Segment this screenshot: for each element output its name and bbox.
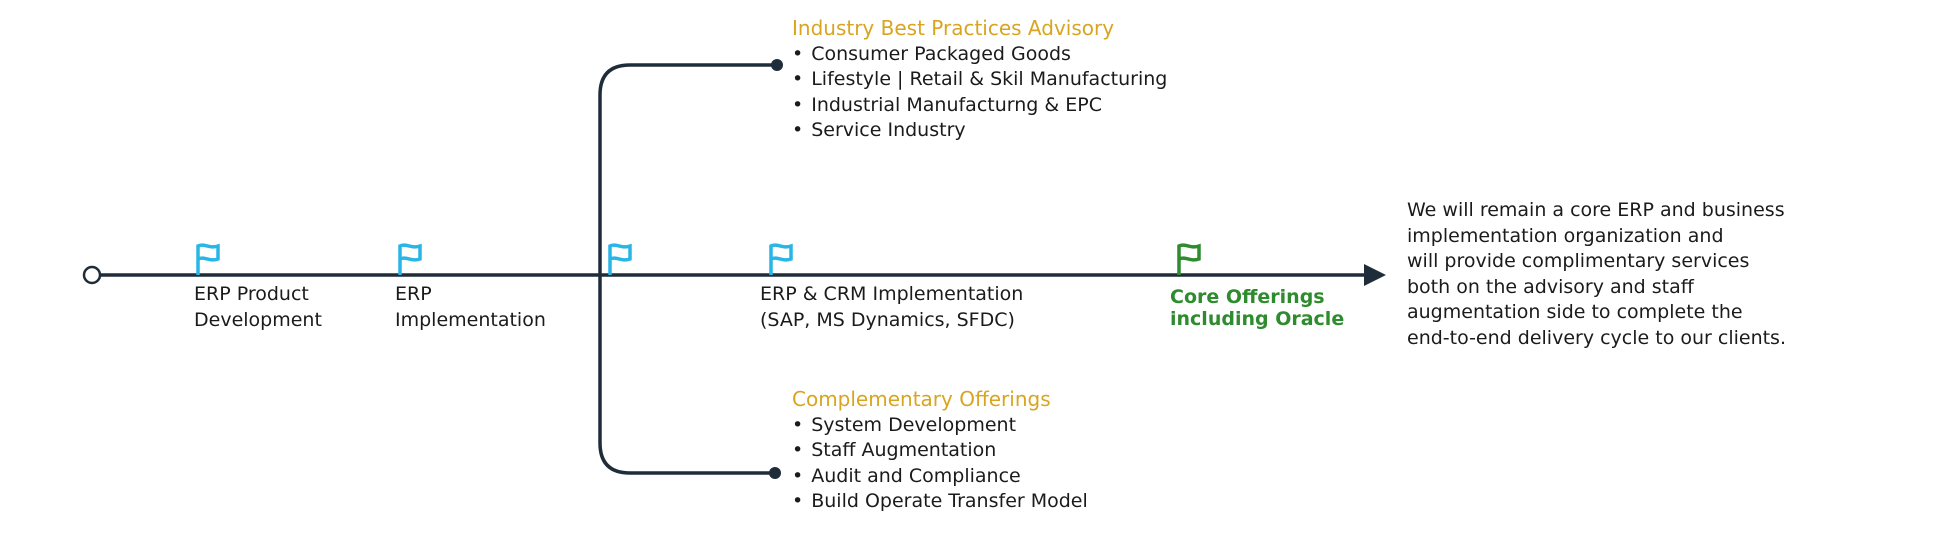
milestone-label: ERP & CRM Implementation	[760, 283, 1024, 305]
summary-line: We will remain a core ERP and business	[1407, 199, 1785, 221]
summary-line: both on the advisory and staff	[1407, 275, 1694, 298]
summary-line: end-to-end delivery cycle to our clients…	[1407, 326, 1786, 349]
branch-title: Complementary Offerings	[792, 387, 1051, 411]
list-item: System Development	[792, 413, 1088, 439]
bottom-branch: Complementary Offerings System Developme…	[792, 387, 1088, 515]
timeline-arrow-head	[1364, 264, 1386, 286]
top-branch-connector	[598, 63, 777, 275]
top-branch-dot	[771, 59, 783, 71]
list-item: Consumer Packaged Goods	[792, 42, 1167, 68]
milestone-label: (SAP, MS Dynamics, SFDC)	[760, 308, 1015, 331]
flag-icon	[1177, 243, 1201, 275]
bottom-branch-list: System Development Staff Augmentation Au…	[792, 413, 1088, 515]
list-item: Audit and Compliance	[792, 464, 1088, 490]
summary-line: augmentation side to complete the	[1407, 301, 1743, 323]
flag-icon	[769, 243, 793, 275]
milestone-erp-implementation: ERP Implementation	[395, 282, 546, 333]
top-branch-list: Consumer Packaged Goods Lifestyle | Reta…	[792, 42, 1167, 144]
timeline-start-marker	[82, 265, 102, 285]
summary-line: implementation organization and	[1407, 224, 1724, 247]
list-item: Service Industry	[792, 118, 1167, 144]
flag-icon	[196, 243, 220, 275]
flag-icon	[608, 243, 632, 275]
list-item: Lifestyle | Retail & Skil Manufacturing	[792, 67, 1167, 93]
milestone-label: ERP	[395, 283, 432, 305]
milestone-label: Development	[194, 308, 322, 331]
summary-text: We will remain a core ERP and business i…	[1407, 198, 1786, 351]
milestone-erp-product-development: ERP Product Development	[194, 282, 322, 333]
milestone-core-offerings: Core Offerings including Oracle	[1170, 286, 1344, 330]
list-item: Staff Augmentation	[792, 438, 1088, 464]
milestone-label: Implementation	[395, 308, 546, 331]
flag-icon	[398, 243, 422, 275]
summary-line: will provide complimentary services	[1407, 250, 1750, 272]
milestone-label: including Oracle	[1170, 308, 1345, 330]
milestone-label: ERP Product	[194, 283, 309, 305]
branch-title: Industry Best Practices Advisory	[792, 16, 1115, 40]
milestone-label: Core Offerings	[1170, 286, 1325, 308]
bottom-branch-connector	[598, 275, 775, 475]
top-branch: Industry Best Practices Advisory Consume…	[792, 16, 1167, 144]
bottom-branch-dot	[769, 467, 781, 479]
milestone-erp-crm-implementation: ERP & CRM Implementation (SAP, MS Dynami…	[760, 282, 1023, 333]
list-item: Build Operate Transfer Model	[792, 489, 1088, 515]
list-item: Industrial Manufacturng & EPC	[792, 93, 1167, 119]
